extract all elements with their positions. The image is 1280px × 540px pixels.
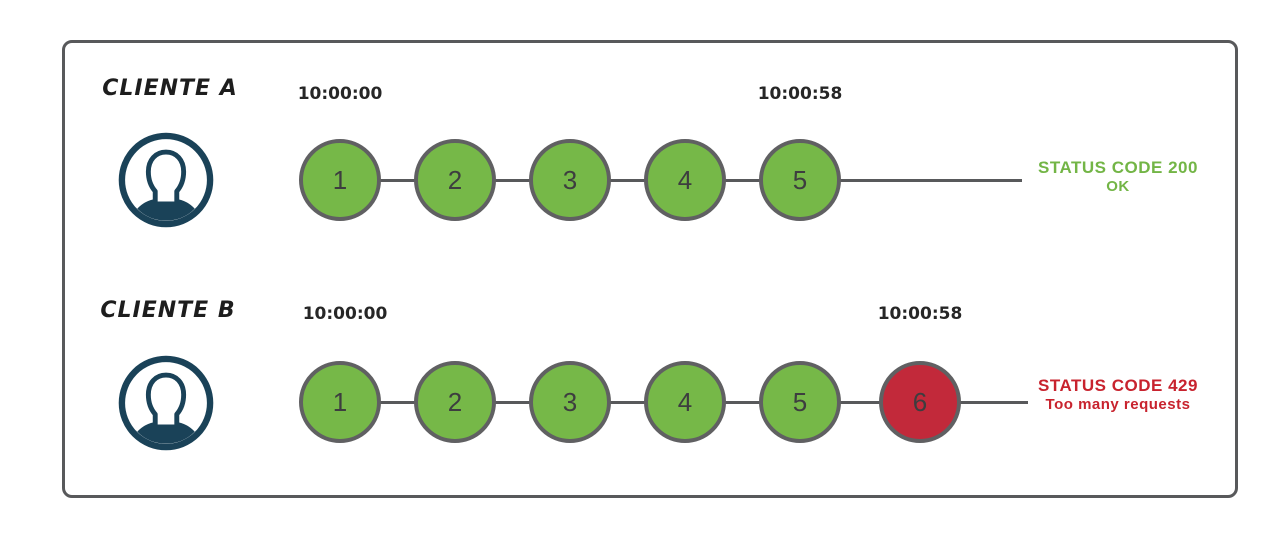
client-a-start-time: 10:00:00	[297, 84, 383, 104]
request-circle: 1	[299, 139, 381, 221]
status-message-text: OK	[1106, 178, 1130, 196]
client-b-user-icon	[118, 355, 214, 451]
client-b-end-time: 10:00:58	[877, 304, 963, 324]
client-a-status: STATUS CODE 200 OK	[1028, 157, 1208, 197]
client-a-user-icon	[118, 132, 214, 228]
client-b-label: CLIENTE B	[100, 298, 236, 323]
request-circle: 2	[414, 139, 496, 221]
client-b-start-time: 10:00:00	[302, 304, 388, 324]
client-b-status: STATUS CODE 429 Too many requests	[1028, 375, 1208, 415]
request-circle: 2	[414, 361, 496, 443]
request-circle: 3	[529, 139, 611, 221]
diagram-frame	[62, 40, 1238, 498]
request-circle: 5	[759, 139, 841, 221]
request-circle: 3	[529, 361, 611, 443]
request-circle-blocked: 6	[879, 361, 961, 443]
request-circle: 1	[299, 361, 381, 443]
status-code-text: STATUS CODE 429	[1038, 376, 1198, 395]
request-circle: 5	[759, 361, 841, 443]
status-code-text: STATUS CODE 200	[1038, 158, 1198, 177]
request-circle: 4	[644, 139, 726, 221]
client-a-end-time: 10:00:58	[757, 84, 843, 104]
request-circle: 4	[644, 361, 726, 443]
status-message-text: Too many requests	[1045, 396, 1191, 414]
client-a-label: CLIENTE A	[102, 76, 238, 101]
